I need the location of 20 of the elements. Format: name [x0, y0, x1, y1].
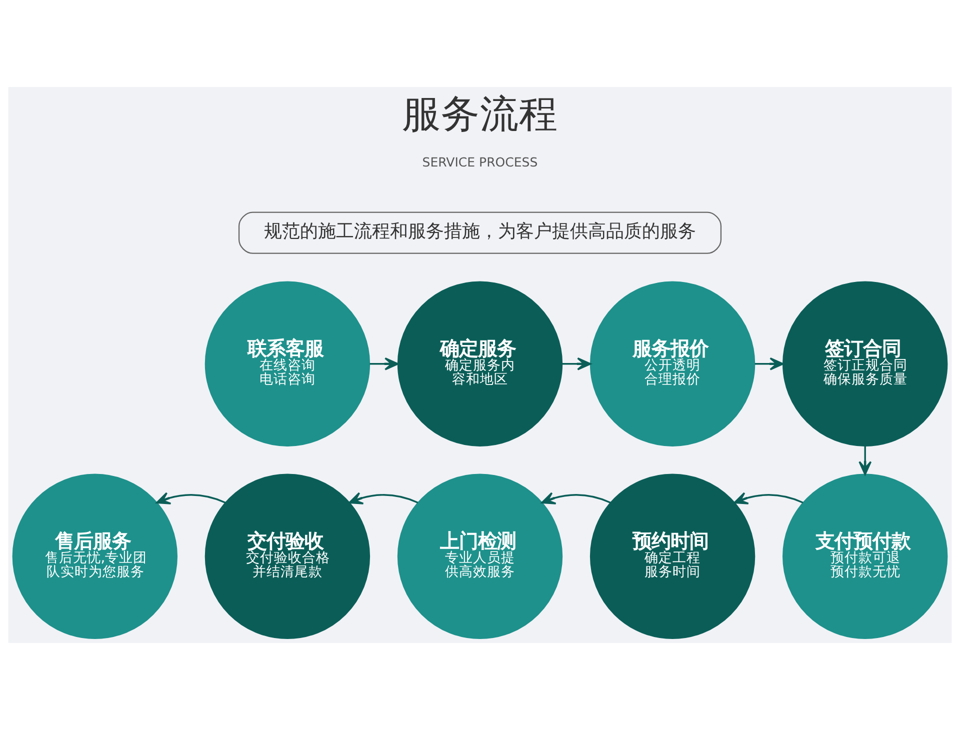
node-circle: 交付验收 交付验收合格并结清尾款 — [204, 474, 370, 640]
arrow — [754, 357, 784, 370]
node-circle: 上门检测 专业人员提供高效服务 — [397, 474, 563, 640]
arrow — [541, 492, 611, 504]
node-circle: 售后服务 售后无忧,专业团队实时为您服务 — [12, 474, 178, 640]
node-circle: 联系客服 在线咨询电话咨询 — [204, 281, 370, 446]
arrow — [858, 446, 872, 476]
diagram-title: 服务流程 — [402, 92, 558, 138]
node-circle: 预约时间 确定工程服务时间 — [590, 474, 756, 640]
node-circle: 服务报价 公开透明合理报价 — [590, 281, 756, 446]
arrow — [348, 492, 418, 504]
label: SERVICE PROCESS — [422, 154, 538, 170]
node-circle: 确定服务 确定服务内容和地区 — [397, 281, 563, 446]
node-circle: 签订合同 签订正规合同确保服务质量 — [782, 281, 948, 446]
node-circle: 支付预付款 预付款可退预付款无忧 — [782, 474, 948, 640]
node-box: 规范的施工流程和服务措施，为客户提供高品质的服务 — [238, 212, 722, 254]
arrow — [156, 492, 226, 504]
arrow — [370, 357, 399, 370]
arrow — [562, 357, 592, 370]
arrow — [734, 492, 804, 504]
